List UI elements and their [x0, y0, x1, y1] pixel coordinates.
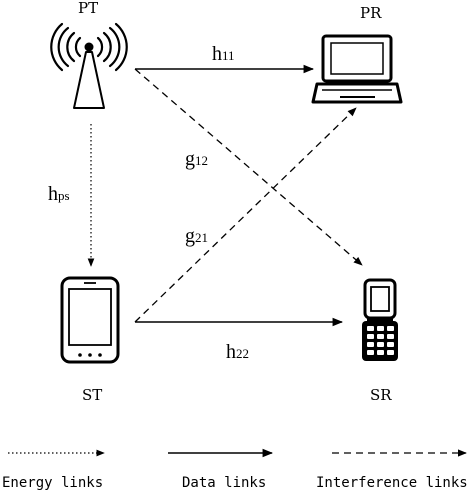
smartphone-icon — [60, 276, 120, 364]
legend-energy-label: Energy links — [2, 475, 103, 491]
legend-interference-label: Interference links — [316, 475, 468, 491]
legend: Energy links Data links Interference lin… — [2, 448, 468, 491]
node-label-pr: PR — [360, 4, 382, 22]
link-label-h22: h22 — [226, 341, 249, 363]
link-label-hps: hps — [48, 183, 70, 205]
broadcast-tower-icon — [50, 22, 128, 109]
flip-phone-icon — [362, 278, 398, 361]
link-label-g21: g21 — [185, 225, 208, 247]
link-label-g12: g12 — [185, 148, 208, 170]
node-label-st: ST — [82, 386, 102, 404]
node-label-sr: SR — [370, 386, 392, 404]
legend-data-label: Data links — [182, 475, 266, 491]
link-g12-arrow — [134, 68, 363, 266]
node-label-pt: PT — [78, 0, 98, 17]
link-label-h11: h11 — [212, 43, 235, 65]
laptop-icon — [311, 34, 403, 104]
link-g21-arrow — [134, 107, 357, 323]
